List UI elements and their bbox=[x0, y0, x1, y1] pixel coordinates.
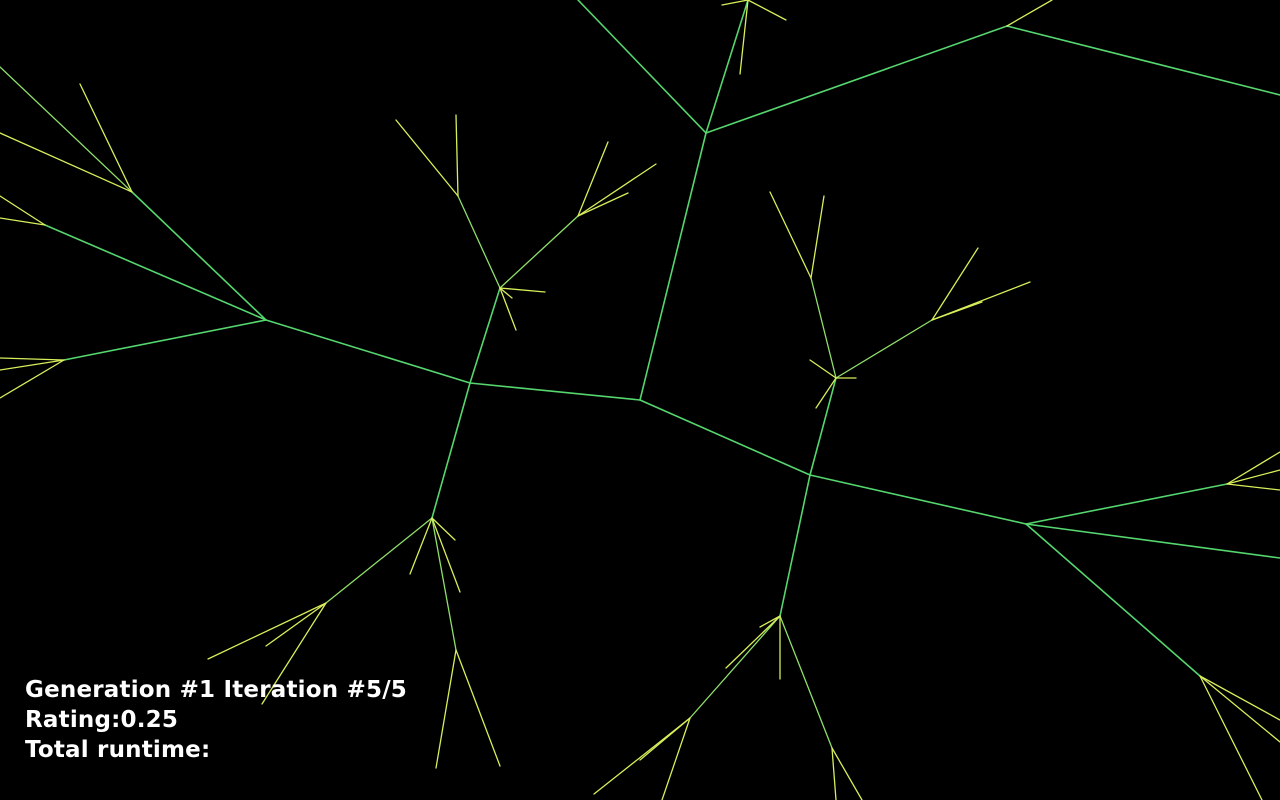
trunk-segment bbox=[705, 25, 1008, 134]
trunk-segment bbox=[1025, 523, 1280, 559]
twig-segment bbox=[639, 717, 691, 761]
trunk-segment bbox=[1025, 483, 1228, 525]
trunk-segment bbox=[1025, 523, 1201, 677]
twig-segment bbox=[0, 195, 46, 226]
twig-segment bbox=[435, 649, 457, 769]
twig-segment bbox=[265, 602, 327, 647]
rating-label: Rating:0.25 bbox=[25, 707, 179, 733]
twig-segment bbox=[831, 747, 863, 800]
trunk-segment bbox=[63, 319, 267, 361]
twig-segment bbox=[395, 119, 459, 197]
twig-segment bbox=[577, 141, 609, 217]
twig-segment bbox=[815, 377, 837, 409]
trunk-segment bbox=[265, 319, 471, 384]
twig-segment bbox=[809, 359, 837, 379]
twig-segment bbox=[431, 517, 461, 593]
trunk-segment bbox=[44, 224, 267, 321]
twig-segment bbox=[661, 717, 691, 800]
twig-segment bbox=[831, 747, 837, 800]
twig-segment bbox=[1006, 0, 1053, 27]
branch-segment bbox=[0, 66, 133, 193]
trunk-segment bbox=[705, 0, 749, 134]
twig-segment bbox=[431, 517, 456, 541]
hud-overlay: Generation #1 Iteration #5/5 Rating:0.25… bbox=[25, 675, 407, 765]
trunk-segment bbox=[1006, 25, 1280, 96]
twig-segment bbox=[931, 247, 979, 321]
trunk-segment bbox=[469, 382, 641, 401]
twig-segment bbox=[1226, 469, 1280, 485]
branch-segment bbox=[810, 277, 837, 379]
trunk-segment bbox=[779, 474, 811, 617]
twig-segment bbox=[739, 0, 749, 75]
twig-segment bbox=[0, 217, 46, 226]
total-runtime-label: Total runtime: bbox=[25, 737, 211, 763]
trunk-segment bbox=[809, 377, 837, 476]
twig-segment bbox=[769, 191, 812, 279]
twig-segment bbox=[261, 602, 327, 705]
twig-segment bbox=[1199, 675, 1280, 721]
trunk-segment bbox=[639, 399, 811, 476]
twig-segment bbox=[455, 649, 501, 767]
twig-segment bbox=[810, 195, 825, 279]
twig-segment bbox=[0, 132, 133, 193]
trunk-segment bbox=[431, 382, 471, 519]
branch-segment bbox=[499, 215, 579, 289]
branch-segment bbox=[835, 319, 933, 379]
twig-segment bbox=[1199, 675, 1263, 800]
twig-segment bbox=[79, 83, 133, 193]
twig-segment bbox=[725, 615, 781, 669]
twig-segment bbox=[721, 0, 749, 6]
twig-segment bbox=[207, 602, 327, 660]
twig-segment bbox=[0, 357, 65, 361]
generation-iteration-label: Generation #1 Iteration #5/5 bbox=[25, 677, 408, 703]
twig-segment bbox=[0, 359, 65, 399]
branch-segment bbox=[457, 195, 501, 289]
branch-segment bbox=[325, 517, 433, 604]
twig-segment bbox=[455, 114, 459, 197]
branch-segment bbox=[779, 615, 833, 749]
trunk-segment bbox=[577, 0, 707, 134]
twig-segment bbox=[499, 287, 546, 293]
trunk-segment bbox=[809, 474, 1027, 525]
twig-segment bbox=[1226, 483, 1280, 491]
twig-segment bbox=[931, 301, 983, 321]
twig-segment bbox=[499, 287, 513, 299]
trunk-segment bbox=[639, 132, 707, 401]
twig-segment bbox=[759, 615, 781, 628]
trunk-segment bbox=[131, 191, 267, 321]
twig-segment bbox=[499, 287, 517, 331]
twig-segment bbox=[409, 517, 433, 575]
twig-segment bbox=[0, 359, 65, 371]
twig-segment bbox=[1199, 675, 1280, 743]
twig-segment bbox=[577, 163, 657, 217]
twig-segment bbox=[747, 0, 787, 21]
twig-segment bbox=[577, 192, 629, 217]
branch-segment bbox=[431, 517, 457, 651]
twig-segment bbox=[1226, 451, 1280, 485]
branch-segment bbox=[689, 615, 781, 719]
trunk-segment bbox=[469, 287, 501, 384]
